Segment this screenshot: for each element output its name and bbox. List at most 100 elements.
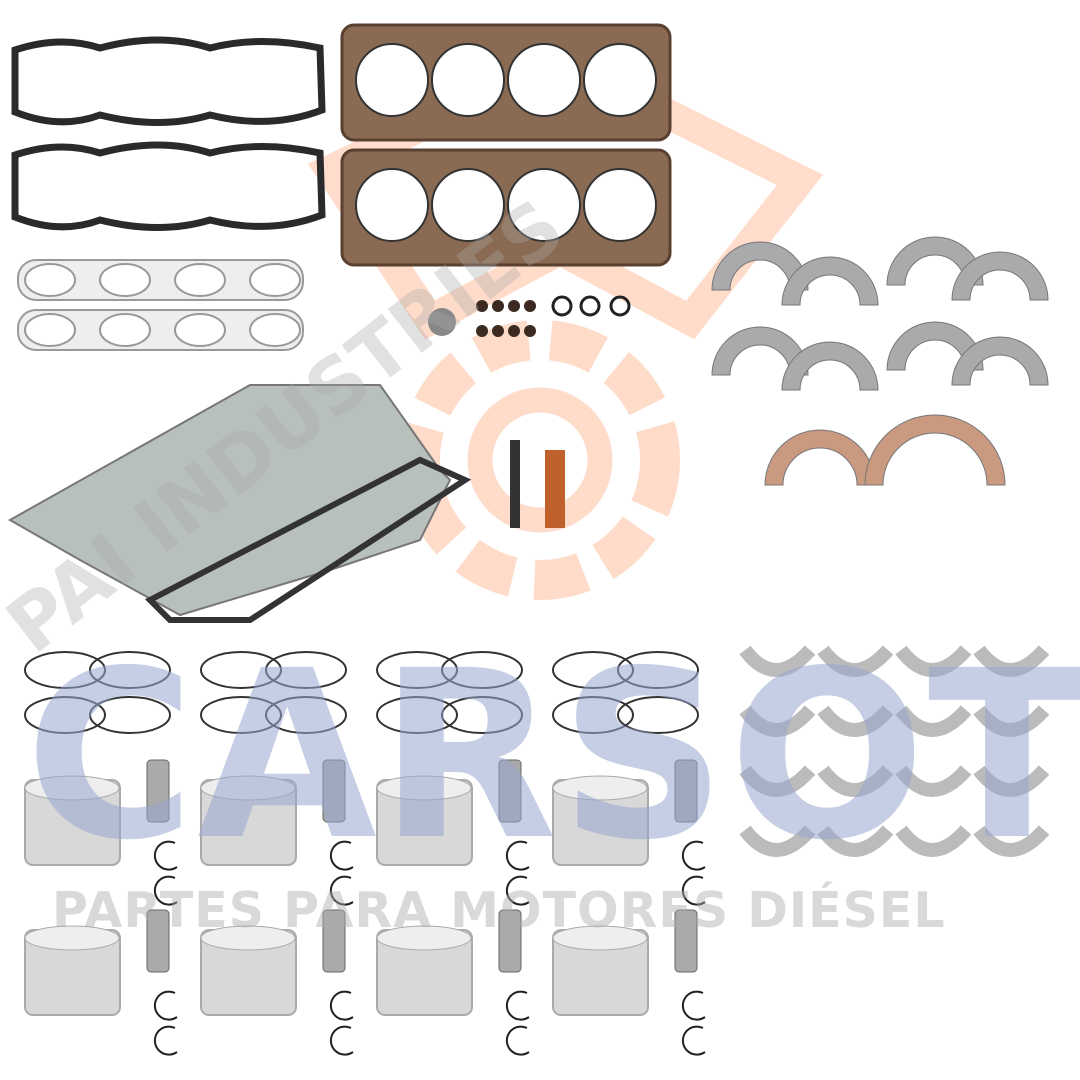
piston-crown <box>552 925 648 951</box>
rod-bearing <box>895 825 972 857</box>
intake-gasket <box>144 456 472 623</box>
o-ring <box>551 295 573 317</box>
rod-bearing <box>817 645 894 677</box>
rod-bearing <box>817 705 894 737</box>
rod-bearing <box>817 825 894 857</box>
thrust-bearing <box>764 429 876 486</box>
sealant-tube <box>545 450 565 528</box>
snap-ring <box>681 990 706 1021</box>
rod-bearing <box>973 645 1050 677</box>
logo-gear-hub <box>467 387 613 533</box>
port-hole <box>24 313 76 347</box>
snap-ring <box>329 840 354 871</box>
snap-ring <box>153 990 178 1021</box>
rod-bearing <box>739 645 816 677</box>
rod-bearing <box>739 825 816 857</box>
valve-seal <box>476 300 488 312</box>
piston-ring <box>441 651 523 689</box>
bore-hole <box>507 168 581 242</box>
o-ring <box>579 295 601 317</box>
piston-ring <box>24 696 106 734</box>
snap-ring <box>329 990 354 1021</box>
piston-kit <box>376 909 530 1056</box>
piston-ring <box>376 696 458 734</box>
main-bearing <box>886 321 984 371</box>
piston-pin <box>146 759 170 823</box>
piston-kit <box>552 909 706 1056</box>
freeze-plug <box>428 308 456 336</box>
piston-ring <box>617 696 699 734</box>
snap-ring <box>153 840 178 871</box>
piston-kit <box>200 651 354 906</box>
main-bearing <box>781 256 879 306</box>
valve-seal <box>508 300 520 312</box>
bore-hole <box>583 168 657 242</box>
piston-crown <box>200 925 296 951</box>
o-ring <box>609 295 631 317</box>
bore-hole <box>583 43 657 117</box>
gasket-plate <box>17 259 304 301</box>
rod-bearing <box>973 705 1050 737</box>
bore-hole <box>507 43 581 117</box>
piston-pin <box>146 909 170 973</box>
snap-ring <box>681 1025 706 1056</box>
piston-ring <box>617 651 699 689</box>
piston-ring <box>24 651 106 689</box>
snap-ring <box>505 990 530 1021</box>
rod-bearing <box>895 705 972 737</box>
bore-hole <box>431 168 505 242</box>
piston-crown <box>376 925 472 951</box>
valve-cover-gasket <box>11 141 326 231</box>
piston-ring <box>441 696 523 734</box>
port-hole <box>249 263 301 297</box>
valve-seal <box>492 325 504 337</box>
snap-ring <box>153 1025 178 1056</box>
piston-kit <box>552 651 706 906</box>
piston-pin <box>322 909 346 973</box>
piston-crown <box>376 775 472 801</box>
piston-pin <box>498 759 522 823</box>
port-hole <box>99 313 151 347</box>
main-bearing <box>886 236 984 286</box>
valve-seal <box>508 325 520 337</box>
port-hole <box>174 263 226 297</box>
bore-hole <box>355 168 429 242</box>
piston-ring <box>89 696 171 734</box>
piston-crown <box>200 775 296 801</box>
exhaust-manifold-gasket <box>17 309 304 351</box>
valve-seal <box>524 300 536 312</box>
piston-pin <box>674 909 698 973</box>
carsot-watermark: CARSOT <box>25 621 1080 891</box>
piston-ring <box>265 651 347 689</box>
rod-bearing <box>895 765 972 797</box>
piston-ring <box>200 651 282 689</box>
piston-kit <box>24 909 178 1056</box>
piston-pin <box>674 759 698 823</box>
main-bearing <box>781 341 879 391</box>
rod-bearing <box>895 645 972 677</box>
rod-bearing <box>973 765 1050 797</box>
piston-kit <box>376 651 530 906</box>
valve-seal <box>492 300 504 312</box>
snap-ring <box>505 1025 530 1056</box>
main-bearing <box>951 251 1049 301</box>
piston-ring <box>265 696 347 734</box>
tagline-watermark: PARTES PARA MOTORES DIÉSEL <box>52 882 946 939</box>
piston-ring <box>376 651 458 689</box>
port-hole <box>99 263 151 297</box>
piston-crown <box>552 775 648 801</box>
piston-pin <box>322 759 346 823</box>
sealant-tube-small <box>510 440 520 528</box>
gasket-body <box>340 23 672 142</box>
piston-pin <box>498 909 522 973</box>
piston-kit <box>24 651 178 906</box>
piston-ring <box>200 696 282 734</box>
piston-ring <box>552 651 634 689</box>
port-hole <box>24 263 76 297</box>
snap-ring <box>153 875 178 906</box>
exhaust-manifold-gasket <box>17 259 304 301</box>
valley-pan <box>7 384 452 617</box>
snap-ring <box>681 840 706 871</box>
valve-cover-gasket <box>11 36 326 126</box>
